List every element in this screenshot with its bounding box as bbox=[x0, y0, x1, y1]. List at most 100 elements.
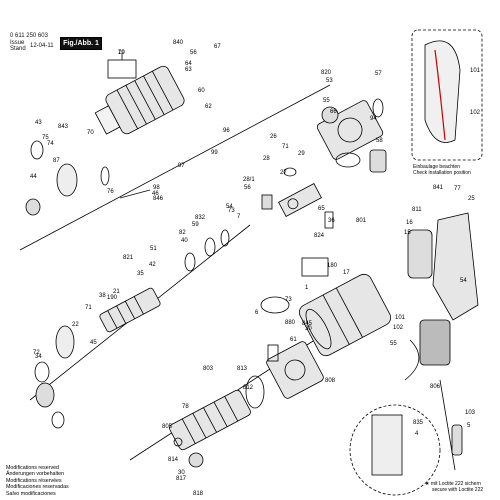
part-callout-87: 87 bbox=[53, 158, 60, 164]
part-callout-66: 66 bbox=[330, 109, 337, 115]
part-callout-57: 57 bbox=[375, 71, 382, 77]
part-callout-28/1: 28/1 bbox=[243, 177, 255, 183]
part-callout-1: 1 bbox=[305, 285, 309, 291]
part-number: 0 611 250 603 bbox=[10, 33, 48, 39]
inset-loctite-frame bbox=[349, 404, 441, 496]
loctite-note-en: secure with Loctite 222 bbox=[432, 487, 484, 493]
part-callout-29: 29 bbox=[298, 151, 305, 157]
part-callout-53: 53 bbox=[326, 78, 333, 84]
part-callout-64: 64 bbox=[185, 61, 192, 67]
footer-line: Modifications reserved bbox=[6, 465, 59, 471]
armature-part bbox=[169, 389, 251, 451]
clip-66 bbox=[369, 149, 387, 173]
inset-callout-101: 101 bbox=[470, 68, 481, 74]
part-callout-813: 813 bbox=[237, 366, 248, 372]
ring-6 bbox=[51, 411, 65, 429]
part-callout-30: 30 bbox=[178, 470, 185, 476]
pin-36 bbox=[324, 211, 334, 229]
part-callout-55: 55 bbox=[390, 341, 397, 347]
part-callout-38: 38 bbox=[99, 293, 106, 299]
part-callout-63: 63 bbox=[185, 67, 192, 73]
part-callout-62: 62 bbox=[205, 104, 212, 110]
part-callout-806: 806 bbox=[430, 384, 441, 390]
seal-94 bbox=[372, 98, 384, 118]
part-callout-98: 98 bbox=[153, 185, 160, 191]
ring-73 bbox=[220, 229, 230, 247]
part-callout-61: 61 bbox=[290, 337, 297, 343]
sleeve-27 bbox=[261, 194, 273, 210]
hammer-housing-part bbox=[94, 65, 185, 135]
part-callout-821: 821 bbox=[123, 255, 134, 261]
part-callout-76: 76 bbox=[107, 189, 114, 195]
switch-801 bbox=[407, 229, 433, 279]
footer-line: Salvo modificaciones bbox=[6, 490, 56, 497]
part-callout-46: 46 bbox=[152, 191, 159, 197]
bearing-53 bbox=[321, 106, 339, 124]
part-callout-5: 5 bbox=[467, 423, 471, 429]
part-callout-65: 65 bbox=[318, 206, 325, 212]
ring-813 bbox=[245, 375, 265, 409]
footer-line: Modificaciones reservadas bbox=[6, 484, 69, 491]
part-callout-35: 35 bbox=[137, 271, 144, 277]
part-callout-28: 28 bbox=[263, 156, 270, 162]
switch-module-16 bbox=[419, 319, 451, 366]
bracket-6 bbox=[260, 296, 290, 314]
part-callout-54: 54 bbox=[226, 204, 233, 210]
footer-line: Änderungen vorbehalten bbox=[6, 471, 65, 478]
part-callout-805: 805 bbox=[162, 424, 173, 430]
fan-817 bbox=[188, 452, 204, 468]
part-callout-56: 56 bbox=[244, 185, 251, 191]
inset-loctite-drawing bbox=[371, 414, 403, 476]
part-callout-180: 180 bbox=[327, 263, 338, 269]
part-callout-36: 36 bbox=[328, 218, 335, 224]
part-callout-845: 845 bbox=[302, 321, 313, 327]
chuck-part-70 bbox=[56, 163, 78, 197]
inset-installation-frame bbox=[411, 29, 483, 161]
part-callout-811: 811 bbox=[412, 207, 422, 213]
part-callout-67: 67 bbox=[214, 44, 221, 50]
part-callout-99: 99 bbox=[211, 150, 218, 156]
ring-44b bbox=[25, 198, 41, 216]
part-callout-840: 840 bbox=[173, 40, 184, 46]
footer-notes: Modifications reserved Änderungen vorbeh… bbox=[6, 465, 69, 497]
part-callout-78: 78 bbox=[182, 404, 189, 410]
part-callout-96: 96 bbox=[223, 128, 230, 134]
part-callout-43: 43 bbox=[35, 120, 42, 126]
part-callout-25: 25 bbox=[468, 196, 475, 202]
part-callout-808: 808 bbox=[325, 378, 336, 384]
part-callout-832: 832 bbox=[195, 215, 206, 221]
part-callout-59: 59 bbox=[192, 222, 199, 228]
part-callout-26: 26 bbox=[270, 134, 277, 140]
part-callout-58: 58 bbox=[376, 138, 383, 144]
cable-15 bbox=[404, 339, 420, 381]
part-callout-51: 51 bbox=[150, 246, 157, 252]
figure-label: Fig./Abb. 1 bbox=[60, 37, 102, 50]
part-callout-73: 73 bbox=[228, 208, 235, 214]
part-callout-814: 814 bbox=[168, 457, 179, 463]
part-callout-817: 817 bbox=[176, 476, 187, 482]
part-callout-16: 16 bbox=[406, 220, 413, 226]
footer-line: Modifications réservées bbox=[6, 477, 62, 484]
part-callout-880: 880 bbox=[285, 320, 296, 326]
loctite-note-de: ★ mit Loctite 222 sichern bbox=[425, 481, 481, 487]
part-callout-22: 22 bbox=[72, 322, 79, 328]
part-callout-803: 803 bbox=[203, 366, 214, 372]
hammer-tube-part bbox=[99, 287, 161, 333]
gear-shaft-part bbox=[278, 183, 322, 217]
part-callout-102: 102 bbox=[393, 325, 404, 331]
part-callout-71: 71 bbox=[282, 144, 289, 150]
part-callout-801: 801 bbox=[356, 218, 367, 224]
part-callout-45: 45 bbox=[90, 340, 97, 346]
part-callout-44: 44 bbox=[30, 174, 37, 180]
part-callout-835: 835 bbox=[413, 420, 424, 426]
cord-805 bbox=[439, 379, 456, 471]
part-callout-75: 75 bbox=[42, 135, 49, 141]
part-callout-843: 843 bbox=[58, 124, 69, 130]
part-callout-812: 812 bbox=[243, 385, 254, 391]
part-callout-4: 4 bbox=[415, 431, 419, 437]
part-callout-72: 72 bbox=[33, 350, 40, 356]
stand-label: Stand bbox=[10, 46, 26, 52]
part-callout-60: 60 bbox=[198, 88, 205, 94]
brush-holder-61 bbox=[267, 344, 279, 362]
part-callout-820: 820 bbox=[321, 70, 332, 76]
